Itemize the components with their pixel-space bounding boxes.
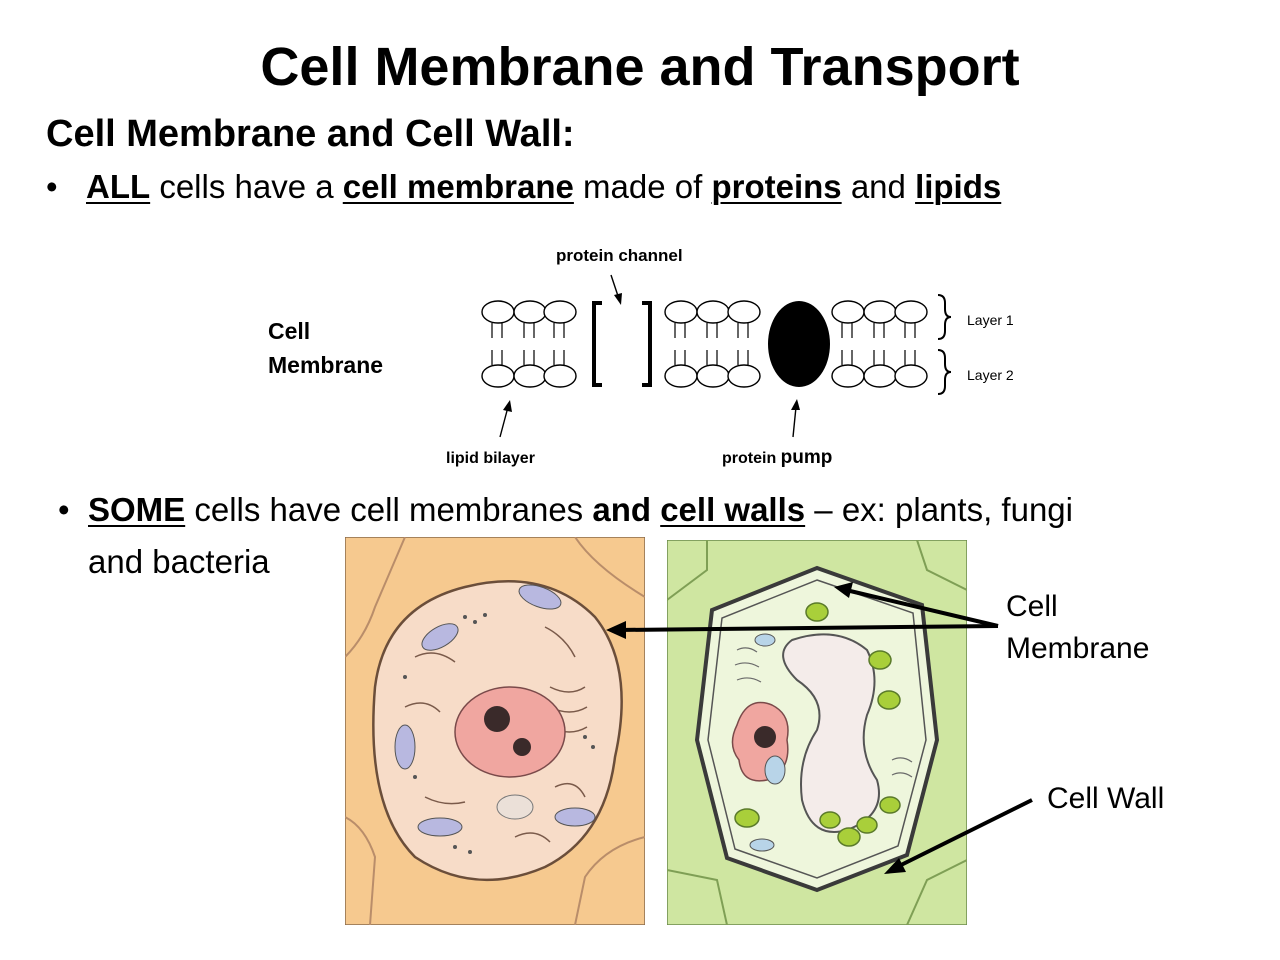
label-line: Cell [268,318,311,344]
text: made of [573,168,712,205]
text: cells have cell membranes [185,491,593,528]
plant-cell-illustration [667,540,967,925]
protein-channel-label: protein channel [556,246,683,265]
keyword-all: ALL [86,168,151,205]
text: – ex: plants, fungi [805,491,1073,528]
layer2-brace [937,349,952,395]
arrow-head [614,293,622,305]
keyword-some: SOME [88,491,186,528]
animal-nucleus [454,686,566,778]
arrow [499,406,509,438]
keyword-lipids: lipids [915,168,1002,205]
text: cells have a [150,168,343,205]
cell-wall-callout: Cell Wall [1047,782,1165,815]
layer2-label: Layer 2 [967,367,1014,383]
keyword-cell-walls: cell walls [660,491,806,528]
arrow-head [503,400,512,412]
animal-cell-illustration [345,537,645,925]
lipid-group-middle [664,300,761,388]
membrane-diagram: protein channel [446,246,1014,468]
lipid-bilayer-label: lipid bilayer [446,450,535,467]
layer1-brace [937,294,952,340]
text: and [841,168,916,205]
section-heading: Cell Membrane and Cell Wall: [46,113,575,155]
keyword-cell-membrane: cell membrane [342,168,574,205]
callout-line: Membrane [1006,632,1150,665]
protein-channel [592,301,652,387]
callout-line: Cell [1006,590,1058,623]
protein-pump [768,301,830,387]
bullet-dot: • [46,168,58,205]
bullet-all-cells: •ALL cells have a cell membrane made of … [46,166,1001,208]
lipid-group-right [831,300,928,388]
slide-title: Cell Membrane and Transport [260,37,1020,97]
keyword-proteins: proteins [711,168,842,205]
text [651,491,660,528]
layer1-label: Layer 1 [967,312,1014,328]
membrane-diagram-label: Cell Membrane [268,314,383,382]
cell-membrane-callout: Cell Membrane [1006,586,1149,670]
lipid-group-left [481,300,577,388]
bullet-some-cells: • SOME cells have cell membranes and cell… [58,489,1073,531]
bullet-continuation: and bacteria [88,543,270,580]
bullet-dot: • [58,491,70,528]
label-line: Membrane [268,352,384,378]
keyword-and: and [592,491,652,528]
plant-cell-membrane [707,579,927,879]
protein-pump-label: protein pump [722,447,832,468]
arrow-head [791,399,800,410]
arrow [792,406,797,438]
